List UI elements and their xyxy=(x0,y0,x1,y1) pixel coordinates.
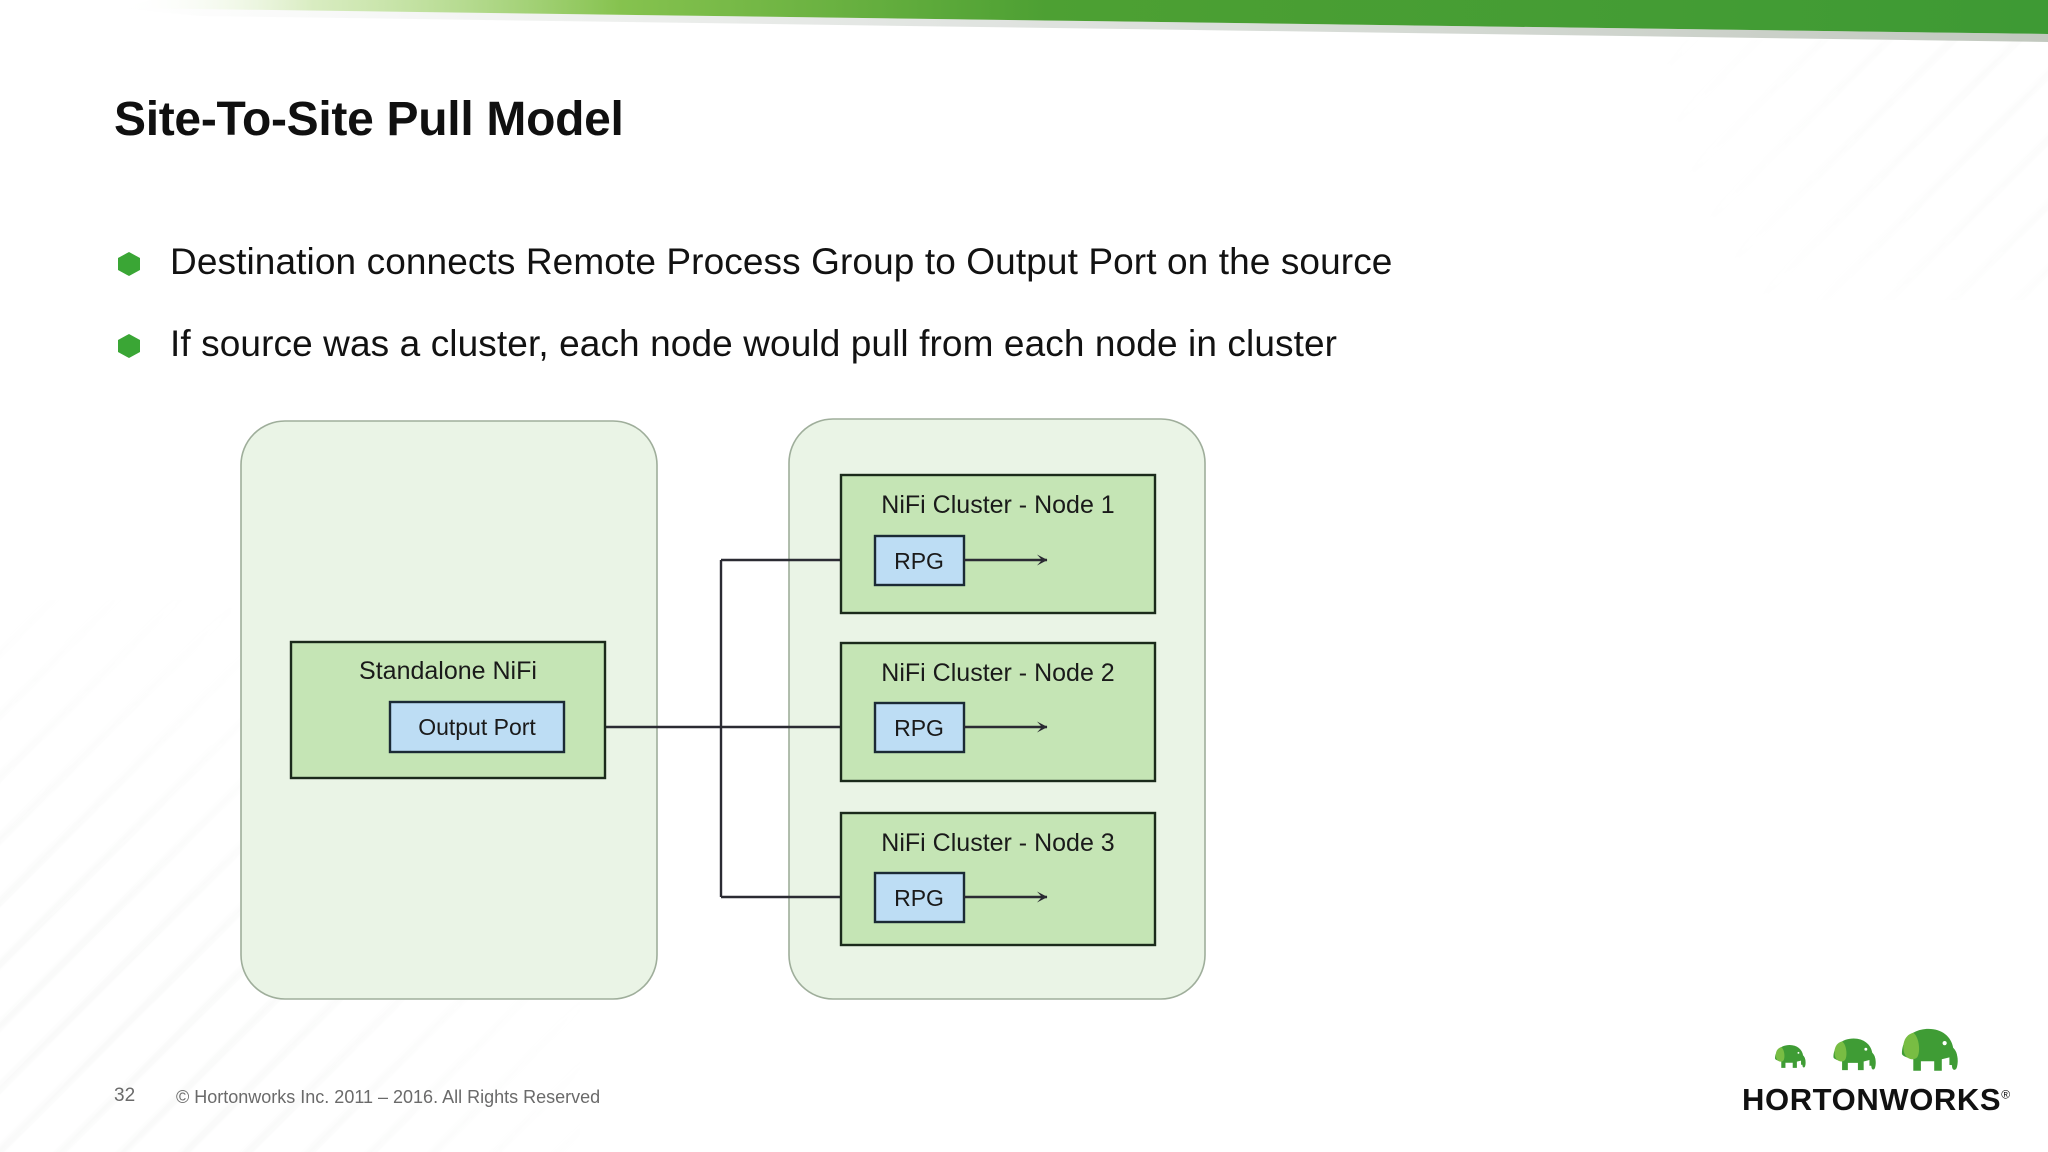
standalone-nifi-node: Standalone NiFi Output Port xyxy=(289,640,607,780)
bullet-text-2: If source was a cluster, each node would… xyxy=(170,323,1338,364)
hexagon-bullet-icon xyxy=(118,334,140,358)
rpg-box-1 xyxy=(873,534,966,587)
cluster-container xyxy=(788,418,1206,1000)
cluster-node-3: NiFi Cluster - Node 3 RPG xyxy=(839,811,1157,947)
output-port-label: Output Port xyxy=(418,714,536,740)
rpg-label-3: RPG xyxy=(894,885,944,911)
cluster-node-2: NiFi Cluster - Node 2 RPG xyxy=(839,641,1157,783)
bullet-item-1: Destination connects Remote Process Grou… xyxy=(118,238,1818,290)
standalone-container xyxy=(240,420,658,1000)
cluster-node-1: NiFi Cluster - Node 1 RPG xyxy=(839,473,1157,615)
logo-wordmark-text: HORTONWORKS xyxy=(1742,1082,2002,1117)
rpg-label-1: RPG xyxy=(894,548,944,574)
rpg-box-2 xyxy=(873,701,966,754)
bullet-list: Destination connects Remote Process Grou… xyxy=(118,238,1818,402)
connector-lines xyxy=(568,558,875,899)
copyright-text: © Hortonworks Inc. 2011 – 2016. All Righ… xyxy=(176,1087,601,1107)
rpg-label-2: RPG xyxy=(894,715,944,741)
elephant-icon-medium xyxy=(1833,1038,1876,1071)
hortonworks-logo: HORTONWORKS® xyxy=(1742,1024,2010,1120)
logo-wordmark: HORTONWORKS® xyxy=(1742,1082,2010,1118)
standalone-nifi-title: Standalone NiFi xyxy=(359,657,537,685)
background-texture-bottom-left xyxy=(0,600,580,1152)
registered-mark: ® xyxy=(2001,1087,2011,1102)
elephant-icon-large xyxy=(1901,1028,1958,1071)
top-banner xyxy=(0,0,2048,42)
cluster-node-1-title: NiFi Cluster - Node 1 xyxy=(881,491,1114,519)
output-port-box xyxy=(388,700,566,754)
slide-title: Site-To-Site Pull Model xyxy=(114,93,624,146)
bullet-item-2: If source was a cluster, each node would… xyxy=(118,320,1818,372)
page-number: 32 xyxy=(114,1085,136,1106)
cluster-node-3-title: NiFi Cluster - Node 3 xyxy=(881,829,1114,857)
elephant-icon-small xyxy=(1775,1045,1806,1068)
bullet-text-1: Destination connects Remote Process Grou… xyxy=(170,241,1393,282)
cluster-node-2-title: NiFi Cluster - Node 2 xyxy=(881,659,1114,687)
rpg-box-3 xyxy=(873,871,966,924)
hexagon-bullet-icon xyxy=(118,252,140,276)
